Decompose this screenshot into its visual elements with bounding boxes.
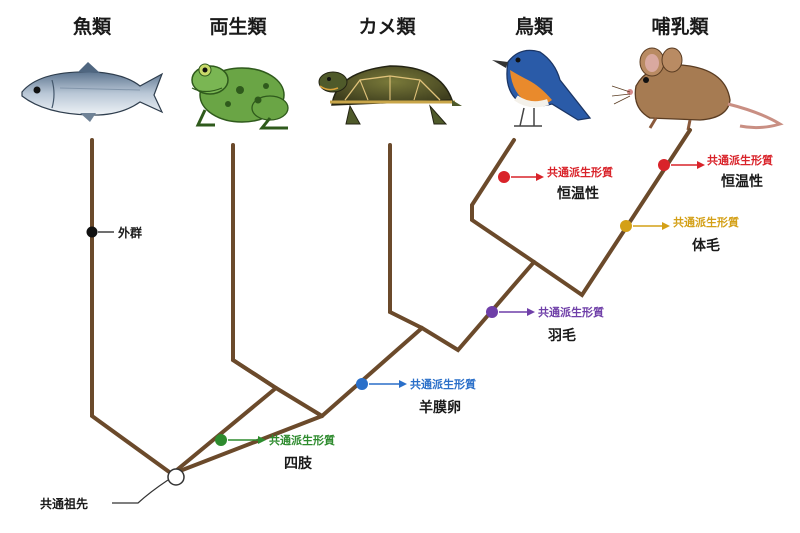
outgroup-label: 外群	[118, 225, 142, 240]
taxon-label-turtle: カメ類	[358, 16, 416, 38]
synapomorphy-amniotic-egg: 共通派生形質 羊膜卵	[356, 377, 476, 416]
branch-tetrapod	[170, 386, 278, 476]
synapomorphy-trait: 恒温性	[557, 185, 599, 202]
synapomorphy-feathers: 共通派生形質 羽毛	[486, 305, 604, 344]
synapomorphy-heading: 共通派生形質	[547, 165, 613, 179]
fish-icon	[21, 62, 164, 122]
root-label: 共通祖先	[40, 496, 88, 511]
branch-bird	[470, 138, 536, 264]
taxon-label-mammal: 哺乳類	[651, 15, 709, 38]
taxon-label-amphibian: 両生類	[209, 15, 267, 38]
synapomorphy-heading: 共通派生形質	[673, 215, 739, 229]
synapomorphy-heading: 共通派生形質	[410, 377, 476, 391]
synapomorphy-trait: 羽毛	[548, 327, 576, 344]
branch-fish	[90, 138, 174, 476]
tree-branches	[90, 128, 692, 476]
synapomorphy-bird-endothermy: 共通派生形質 恒温性	[498, 165, 613, 202]
synapomorphy-trait: 体毛	[692, 237, 720, 254]
branch-amniote	[320, 260, 536, 418]
branch-mammal	[532, 128, 692, 298]
bird-icon	[492, 49, 592, 127]
synapomorphy-heading: 共通派生形質	[538, 305, 604, 319]
synapomorphy-mammal-endothermy: 共通派生形質 恒温性	[658, 153, 773, 190]
synapomorphy-trait: 羊膜卵	[419, 399, 461, 416]
branch-root	[170, 414, 324, 476]
root-node	[167, 468, 185, 486]
taxon-label-fish: 魚類	[73, 15, 112, 38]
outgroup-marker	[86, 226, 98, 238]
synapomorphy-heading: 共通派生形質	[269, 433, 335, 447]
synapomorphy-trait: 四肢	[284, 456, 313, 472]
turtle-icon	[318, 65, 462, 125]
synapomorphy-limbs: 共通派生形質 四肢	[215, 433, 335, 472]
synapomorphy-hair: 共通派生形質 体毛	[620, 215, 739, 254]
synapomorphy-trait: 恒温性	[721, 173, 763, 190]
branch-turtle	[388, 143, 424, 330]
branch-amphibian	[231, 143, 278, 390]
synapomorphy-heading: 共通派生形質	[707, 153, 773, 167]
frog-icon	[191, 63, 289, 130]
taxon-label-bird: 鳥類	[515, 15, 554, 38]
mouse-icon	[611, 47, 784, 131]
root-leader	[112, 479, 169, 504]
